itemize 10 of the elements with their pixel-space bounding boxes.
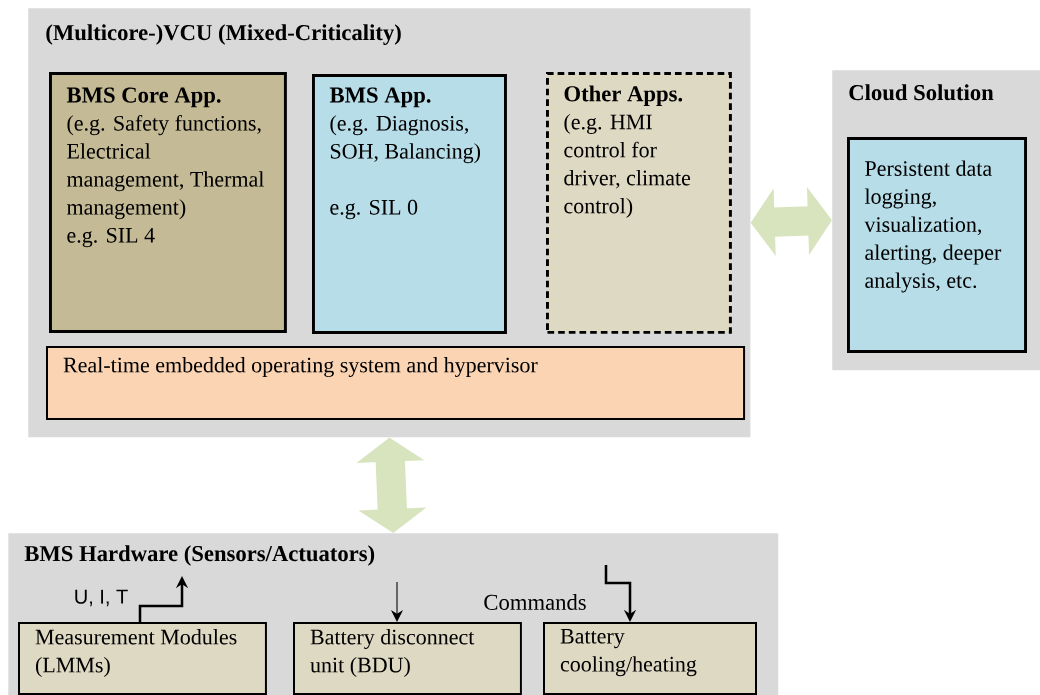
- app-box: BMS Core App. (e.g. Safety functions, Electrical management, Thermal management) e.g. SIL 4: [49, 72, 287, 333]
- hardware-box: Measurement Modules (LMMs): [18, 622, 267, 695]
- service-box: Persistent data logging, visualization, alerting, deeper analysis, etc.: [847, 137, 1027, 353]
- os-layer-box: Real-time embedded operating system and hypervisor: [46, 346, 746, 420]
- app-box: Other Apps. (e.g. HMI control for driver, climate control): [546, 72, 732, 334]
- hardware-box: Battery cooling/heating: [543, 622, 757, 695]
- signal-label: Commands: [484, 594, 586, 610]
- app-box: BMS App. (e.g. Diagnosis, SOH, Balancing) e.g. SIL 0: [312, 74, 507, 334]
- hardware-box: Battery disconnect unit (BDU): [293, 622, 522, 695]
- edge-label: U, I, T: [75, 589, 128, 607]
